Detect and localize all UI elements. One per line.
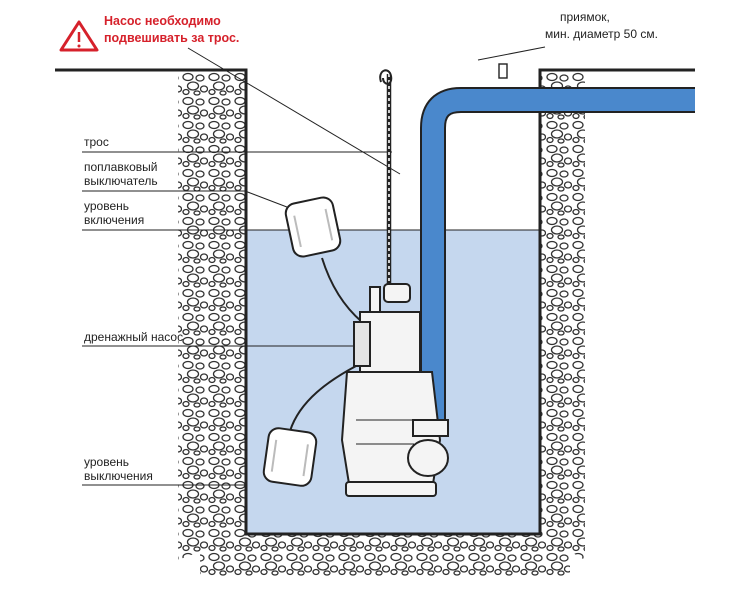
pit-note-leader-line: [477, 46, 546, 61]
label-float-line-2: выключатель: [84, 174, 158, 188]
label-pump: дренажный насос: [84, 330, 183, 344]
pump-switch-box: [353, 321, 371, 367]
pump-hose-fitting: [412, 419, 449, 437]
gravel-left-wall: [178, 72, 246, 560]
rope-hook-icon: [379, 69, 393, 85]
pump-volute: [407, 439, 449, 477]
label-float-line-1: поплавковый: [84, 160, 157, 174]
drainage-pump: [340, 283, 449, 497]
label-off-level-line-2: выключения: [84, 469, 153, 483]
label-rope: трос: [84, 135, 109, 149]
warning-line-2: подвешивать за трос.: [104, 31, 239, 45]
pump-base: [345, 481, 437, 497]
pit-note-line-1: приямок,: [560, 10, 610, 24]
label-off-level-line-1: уровень: [84, 455, 129, 469]
pump-outlet: [383, 283, 411, 303]
label-on-level-line-1: уровень: [84, 199, 129, 213]
discharge-hose: [420, 87, 695, 428]
warning-leader-line: [187, 47, 401, 175]
hose-clamp: [498, 63, 508, 79]
label-on-level-line-2: включения: [84, 213, 144, 227]
float-switch-lower: [262, 427, 318, 487]
pit-note-line-2: мин. диаметр 50 см.: [545, 27, 658, 41]
warning-line-1: Насос необходимо: [104, 14, 221, 28]
leader-lines: [82, 46, 546, 486]
warning-block: Насос необходимо подвешивать за трос.: [59, 14, 239, 52]
pit-outline: [55, 68, 695, 536]
suspension-rope: [379, 69, 393, 290]
gravel: [178, 72, 585, 576]
gravel-right-wall: [540, 72, 585, 560]
float-switch-upper: [284, 196, 342, 258]
float-cables: [289, 257, 363, 432]
gravel-floor: [200, 534, 570, 576]
